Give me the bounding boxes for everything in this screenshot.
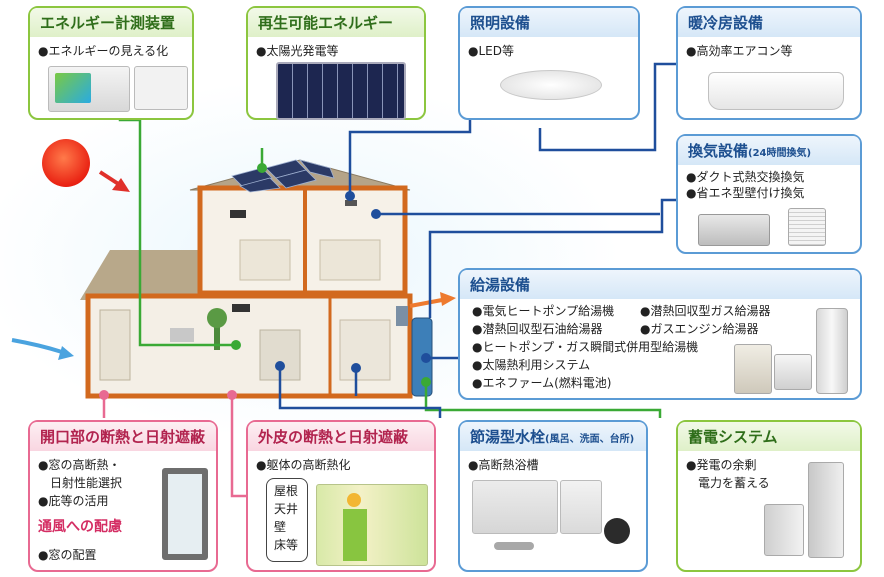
ventilation-item-2: ●省エネ型壁付け換気 (686, 186, 805, 200)
hot-water-item-4: ●ガスエンジン給湯器 (640, 322, 759, 336)
bathroom-icon (472, 480, 558, 534)
storage-item-2: 電力を蓄える (698, 476, 770, 490)
envelope-part-wall: 壁 (274, 520, 287, 534)
openings-item-3: ●庇等の活用 (38, 494, 109, 508)
box-storage: 蓄電システム ●発電の余剰 電力を蓄える (676, 420, 862, 572)
energy-meter-title: エネルギー計測装置 (30, 8, 192, 37)
hot-water-item-5: ●ヒートポンプ・ガス瞬間式併用型給湯機 (472, 340, 699, 354)
box-energy-meter: エネルギー計測装置 ●エネルギーの見える化 (28, 6, 194, 120)
hot-water-item-3: ●潜熱回収型石油給湯器 (472, 322, 603, 336)
connector-lines-blue (275, 62, 680, 418)
energy-meter-item: ●エネルギーの見える化 (38, 44, 169, 58)
box-renewable-energy: 再生可能エネルギー ●太陽光発電等 (246, 6, 426, 120)
hot-water-item-6: ●太陽熱利用システム (472, 358, 591, 372)
envelope-parts-bracket (266, 478, 308, 562)
lighting-item: ●LED等 (468, 44, 514, 58)
duct-ventilation-unit-icon (698, 214, 770, 246)
energy-monitor-icon (48, 66, 130, 112)
faucet-icon (494, 536, 540, 562)
battery-tower-icon (808, 462, 844, 558)
water-heater-icon (734, 344, 772, 394)
air-conditioning-item: ●高効率エアコン等 (686, 44, 793, 58)
sun-icon (42, 139, 90, 187)
box-air-conditioning: 暖冷房設備 ●高効率エアコン等 (676, 6, 862, 120)
faucet-item: ●高断熱浴槽 (468, 458, 539, 472)
renewable-title: 再生可能エネルギー (248, 8, 424, 37)
box-hot-water: 給湯設備 ●電気ヒートポンプ給湯機 ●潜熱回収型ガス給湯器 ●潜熱回収型石油給湯… (458, 268, 862, 400)
roof-solar-panel-icon (231, 159, 335, 193)
envelope-part-floor: 床等 (274, 538, 299, 552)
sunlight-arrow (98, 170, 130, 192)
storage-title: 蓄電システム (678, 422, 860, 451)
envelope-item: ●躯体の高断熱化 (256, 458, 351, 472)
box-openings: 開口部の断熱と日射遮蔽 ●窓の高断熱・ 日射性能選択 ●庇等の活用 通風への配慮… (28, 420, 218, 572)
ventilation-consideration-title: 通風への配慮 (38, 519, 122, 535)
connector-lines-pink (99, 390, 250, 498)
meter-panel-icon (134, 66, 188, 110)
connector-lines-green (118, 92, 662, 418)
shower-head-icon (604, 518, 630, 544)
box-faucet: 節湯型水栓(風呂、洗面、台所) ●高断熱浴槽 (458, 420, 648, 572)
wall-fan-icon (788, 208, 826, 246)
led-light-icon (500, 70, 602, 110)
envelope-part-ceiling: 天井 (274, 502, 299, 516)
solar-panel-icon (276, 62, 406, 120)
faucet-title: 節湯型水栓(風呂、洗面、台所) (460, 422, 646, 451)
hot-water-title: 給湯設備 (460, 270, 860, 299)
openings-item-1: ●窓の高断熱・ (38, 458, 121, 472)
air-conditioner-icon (708, 72, 844, 110)
insulation-worker-icon (316, 484, 428, 566)
air-conditioning-title: 暖冷房設備 (678, 8, 860, 37)
openings-item-2: 日射性能選択 (50, 476, 123, 490)
storage-tank-icon (816, 308, 848, 394)
hot-water-item-2: ●潜熱回収型ガス給湯器 (640, 304, 771, 318)
box-lighting: 照明設備 ●LED等 (458, 6, 640, 120)
openings-title: 開口部の断熱と日射遮蔽 (30, 422, 216, 451)
envelope-part-roof: 屋根 (274, 484, 299, 498)
window-frame-icon (162, 468, 208, 560)
heat-pump-unit-icon (774, 354, 812, 390)
renewable-item: ●太陽光発電等 (256, 44, 339, 58)
box-ventilation: 換気設備(24時間換気) ●ダクト式熱交換換気 ●省エネ型壁付け換気 (676, 134, 862, 254)
hot-water-item-1: ●電気ヒートポンプ給湯機 (472, 304, 615, 318)
heat-exhaust-arrow (409, 292, 456, 308)
hot-water-item-7: ●エネファーム(燃料電池) (472, 376, 612, 390)
ventilation-title: 換気設備(24時間換気) (678, 136, 860, 165)
envelope-title: 外皮の断熱と日射遮蔽 (248, 422, 434, 451)
lighting-title: 照明設備 (460, 8, 638, 37)
battery-icon (764, 504, 804, 556)
box-envelope: 外皮の断熱と日射遮蔽 ●躯体の高断熱化 屋根 天井 壁 床等 (246, 420, 436, 572)
openings-item-4: ●窓の配置 (38, 548, 97, 562)
ventilation-item-1: ●ダクト式熱交換換気 (686, 170, 805, 184)
storage-item-1: ●発電の余剰 (686, 458, 757, 472)
washroom-icon (560, 480, 602, 534)
